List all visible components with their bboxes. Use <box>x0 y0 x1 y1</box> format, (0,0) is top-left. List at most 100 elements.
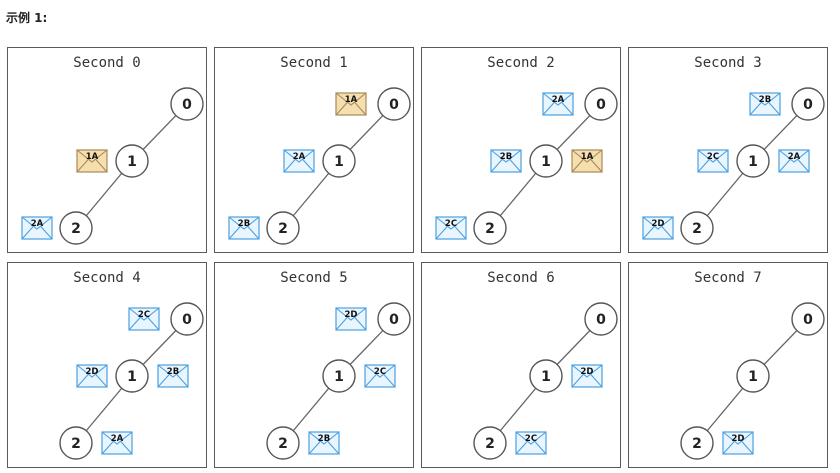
node-2: 2 <box>266 426 300 460</box>
node-label: 2 <box>278 221 288 237</box>
message-label: 2B <box>759 95 771 105</box>
node-2: 2 <box>59 426 93 460</box>
message-label: 1A <box>345 95 358 105</box>
message-label: 1A <box>86 152 99 162</box>
node-label: 1 <box>748 154 758 170</box>
message-label: 2D <box>581 367 594 377</box>
envelope-icon: 2B <box>308 431 340 455</box>
node-1: 1 <box>115 359 149 393</box>
message-label: 2C <box>445 219 457 229</box>
panel-title: Second 7 <box>694 270 762 286</box>
message-label: 2B <box>318 434 330 444</box>
node-1: 1 <box>736 144 770 178</box>
envelope-icon: 2A <box>21 216 53 240</box>
envelope-icon: 2D <box>76 364 108 388</box>
node-label: 1 <box>541 369 551 385</box>
network-graph: 01 2 1A 2A <box>21 87 204 245</box>
node-0: 0 <box>791 302 825 336</box>
envelope-icon: 1A <box>76 149 108 173</box>
node-label: 1 <box>541 154 551 170</box>
node-2: 2 <box>680 211 714 245</box>
second-panel: Second 6 0 1 2 2D 2C <box>421 262 621 468</box>
envelope-icon: 2D <box>642 216 674 240</box>
node-circle <box>736 359 770 393</box>
node-circle <box>473 211 507 245</box>
node-circle <box>377 87 411 121</box>
envelope-icon: 2A <box>283 149 315 173</box>
envelope-icon: 1A <box>571 149 603 173</box>
node-label: 2 <box>278 436 288 452</box>
node-circle <box>736 144 770 178</box>
node-label: 1 <box>334 369 344 385</box>
node-label: 2 <box>485 436 495 452</box>
node-label: 0 <box>389 312 399 328</box>
second-panel: Second 2 0 1 2 2A 2B 1A 2C <box>421 47 621 253</box>
network-graph: 0 1 2 2A 2B 1A 2C <box>435 87 618 245</box>
envelope-icon: 2B <box>157 364 189 388</box>
node-circle <box>115 359 149 393</box>
message-label: 2D <box>86 367 99 377</box>
message-label: 2C <box>707 152 719 162</box>
panel-title: Second 1 <box>280 55 348 71</box>
envelope-icon: 2C <box>435 216 467 240</box>
node-2: 2 <box>680 426 714 460</box>
node-2: 2 <box>59 211 93 245</box>
node-label: 2 <box>71 436 81 452</box>
envelope-icon: 1A <box>335 92 367 116</box>
node-1: 1 <box>736 359 770 393</box>
node-label: 2 <box>692 436 702 452</box>
node-0: 0 <box>584 87 618 121</box>
network-graph: 0 1 2 2C 2D 2B 2A <box>59 302 204 460</box>
node-circle <box>680 211 714 245</box>
message-label: 2C <box>374 367 386 377</box>
second-panel: Second 7 0 1 2 2D <box>628 262 828 468</box>
node-1: 1 <box>115 144 149 178</box>
node-label: 0 <box>803 312 813 328</box>
envelope-icon: 2C <box>697 149 729 173</box>
panel-title: Second 0 <box>73 55 141 71</box>
node-2: 2 <box>266 211 300 245</box>
message-label: 2B <box>500 152 512 162</box>
node-label: 2 <box>692 221 702 237</box>
node-label: 2 <box>71 221 81 237</box>
message-label: 2C <box>138 310 150 320</box>
second-panel: Second 4 0 1 2 2C 2D 2B 2A <box>7 262 207 468</box>
node-circle <box>529 359 563 393</box>
node-circle <box>59 426 93 460</box>
message-label: 2C <box>525 434 537 444</box>
panel-title: Second 2 <box>487 55 555 71</box>
panel-title: Second 3 <box>694 55 762 71</box>
node-label: 2 <box>485 221 495 237</box>
message-label: 2D <box>652 219 665 229</box>
node-0: 0 <box>377 302 411 336</box>
node-label: 0 <box>182 312 192 328</box>
envelope-icon: 2C <box>515 431 547 455</box>
envelope-icon: 2A <box>778 149 810 173</box>
message-label: 2A <box>31 219 44 229</box>
panel-title: Second 4 <box>73 270 141 286</box>
node-circle <box>170 302 204 336</box>
envelope-icon: 2C <box>364 364 396 388</box>
node-circle <box>266 211 300 245</box>
node-circle <box>584 87 618 121</box>
envelope-icon: 2A <box>542 92 574 116</box>
message-label: 2A <box>552 95 565 105</box>
node-0: 0 <box>170 87 204 121</box>
node-0: 0 <box>377 87 411 121</box>
node-1: 1 <box>322 359 356 393</box>
message-label: 2D <box>345 310 358 320</box>
message-label: 2A <box>111 434 124 444</box>
node-circle <box>266 426 300 460</box>
node-circle <box>791 87 825 121</box>
panel-title: Second 6 <box>487 270 555 286</box>
node-label: 0 <box>596 312 606 328</box>
node-circle <box>170 87 204 121</box>
node-label: 1 <box>334 154 344 170</box>
envelope-icon: 2B <box>749 92 781 116</box>
envelope-icon: 2D <box>722 431 754 455</box>
